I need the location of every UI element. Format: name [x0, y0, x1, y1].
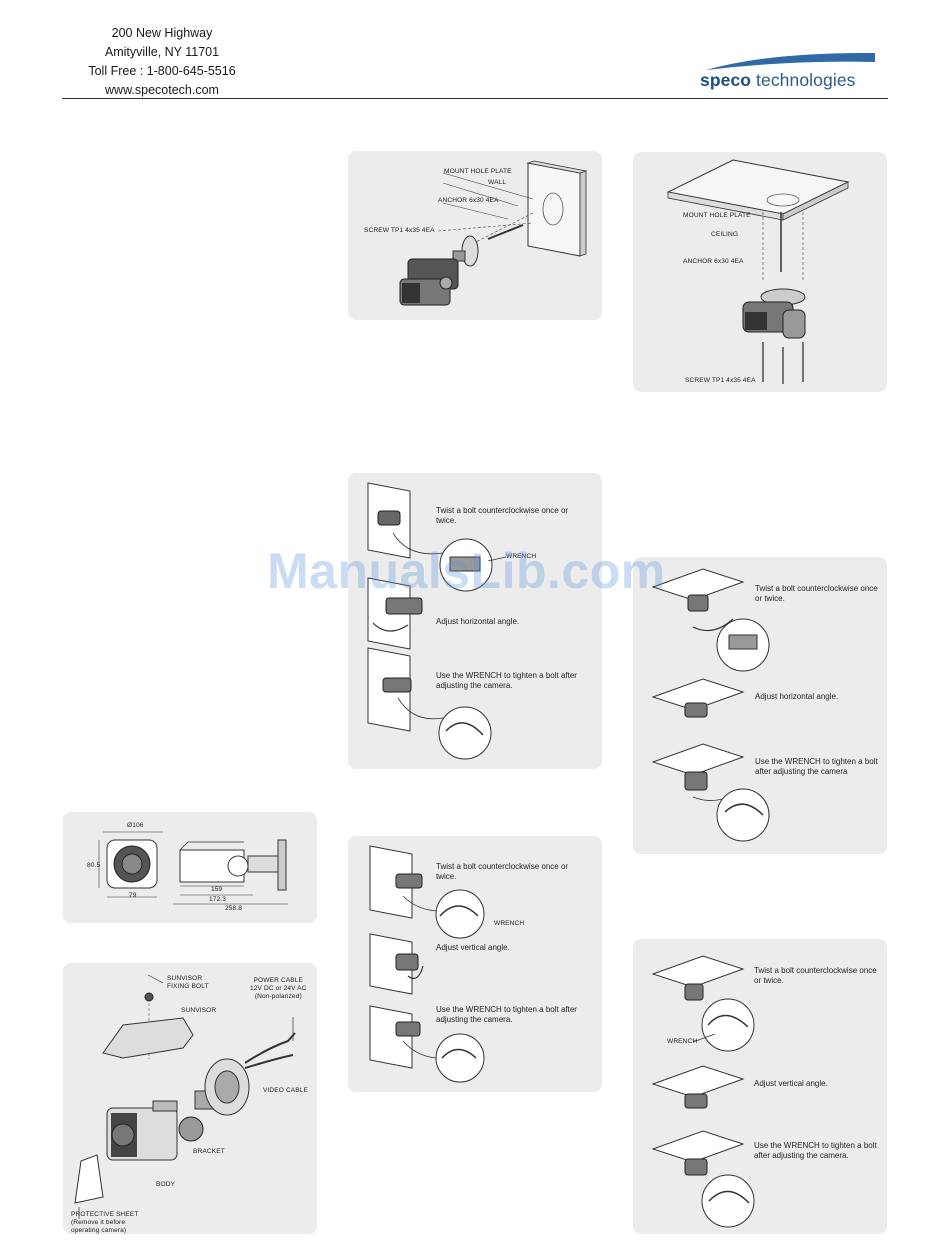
parts-panel: SUNVISOR FIXING BOLT SUNVISOR POWER CABL…: [63, 963, 317, 1234]
parts-illustration: [74, 974, 296, 1219]
wall-v-wrench-label: WRENCH: [494, 920, 525, 927]
dim-width: 79: [129, 892, 137, 899]
dimensions-drawing: [98, 831, 288, 905]
ceiling-horizontal-adjust-panel: Twist a bolt counterclockwise once or tw…: [633, 557, 887, 854]
ceiling-vertical-illustration: [651, 955, 755, 1228]
wall-mount-panel: MOUNT HOLE PLATE WALL ANCHOR 6x30 4EA SC…: [348, 151, 602, 320]
toll-free-number: Toll Free : 1-800-645-5516: [88, 64, 236, 78]
dim-159: 159: [211, 886, 223, 893]
wall-v-step1: Twist a bolt counterclockwise once or tw…: [436, 862, 569, 881]
wall-vertical-illustration: [369, 845, 485, 1083]
ceiling-horizontal-illustration: [651, 568, 770, 842]
ceiling-h-step3: Use the WRENCH to tighten a bolt after a…: [755, 757, 878, 776]
wall-mount-illustration: [399, 160, 588, 306]
ceiling-v-step3: Use the WRENCH to tighten a bolt after a…: [754, 1141, 877, 1160]
wall-label: WALL: [488, 179, 507, 186]
logo-text: speco technologies: [700, 70, 856, 91]
logo-bold: speco: [700, 70, 752, 90]
header-rule: [62, 98, 888, 99]
anchor-label: ANCHOR 6x30 4EA: [438, 197, 499, 204]
address-line1: 200 New Highway: [111, 26, 213, 40]
dim-172: 172.3: [209, 896, 227, 903]
sunvisor-fixing-bolt-label: SUNVISOR FIXING BOLT: [167, 975, 209, 990]
dim-height: 80.5: [87, 862, 101, 869]
mount-hole-plate-label: MOUNT HOLE PLATE: [444, 168, 512, 175]
ceiling-v-step1: Twist a bolt counterclockwise once or tw…: [754, 966, 877, 985]
logo-rest: technologies: [751, 70, 856, 90]
wall-horizontal-adjust-panel: Twist a bolt counterclockwise once or tw…: [348, 473, 602, 769]
address-line2: Amityville, NY 11701: [104, 45, 220, 59]
dim-diameter: Ø106: [127, 822, 144, 829]
bracket-label: BRACKET: [193, 1148, 225, 1155]
power-cable-label: POWER CABLE 12V DC or 24V AC (Non-polari…: [250, 977, 307, 1000]
wall-v-step3: Use the WRENCH to tighten a bolt after a…: [436, 1005, 577, 1024]
company-address: 200 New Highway Amityville, NY 11701 Tol…: [62, 24, 262, 100]
wall-horizontal-illustration: [367, 482, 507, 760]
ceiling-h-step1: Twist a bolt counterclockwise once or tw…: [755, 584, 878, 603]
wall-v-step2: Adjust vertical angle.: [436, 943, 510, 952]
ceiling-screw-label: SCREW TP1 4x35 4EA: [685, 377, 756, 384]
logo-swoosh-icon: [706, 52, 875, 70]
manualslib-watermark: ManualsLib.com: [267, 543, 666, 599]
ceiling-mount-panel: MOUNT HOLE PLATE CEILING ANCHOR 6x30 4EA…: [633, 152, 887, 392]
ceiling-label: CEILING: [711, 231, 739, 238]
wall-h-wrench-label: WRENCH: [506, 553, 537, 560]
wall-h-step1: Twist a bolt counterclockwise once or tw…: [436, 506, 569, 525]
website-link[interactable]: www.specotech.com: [105, 83, 219, 97]
screw-label: SCREW TP1 4x35 4EA: [364, 227, 435, 234]
dim-258: 258.8: [225, 905, 243, 912]
ceiling-v-step2: Adjust vertical angle.: [754, 1079, 828, 1088]
ceiling-vertical-adjust-panel: Twist a bolt counterclockwise once or tw…: [633, 939, 887, 1234]
video-cable-label: VIDEO CABLE: [263, 1087, 309, 1094]
wall-h-step3: Use the WRENCH to tighten a bolt after a…: [436, 671, 577, 690]
body-label: BODY: [156, 1181, 176, 1188]
protective-sheet-label: PROTECTIVE SHEET (Remove it before opera…: [71, 1211, 139, 1234]
ceiling-v-wrench-label: WRENCH: [667, 1038, 698, 1045]
wall-vertical-adjust-panel: Twist a bolt counterclockwise once or tw…: [348, 836, 602, 1092]
speco-logo: speco technologies: [700, 50, 878, 92]
ceiling-anchor-label: ANCHOR 6x30 4EA: [683, 258, 744, 265]
sunvisor-label: SUNVISOR: [181, 1007, 217, 1014]
wall-h-step2: Adjust horizontal angle.: [436, 617, 520, 626]
dimensions-panel: Ø106 80.5 79 159 172.3 258.8: [63, 812, 317, 923]
ceiling-mount-hole-plate-label: MOUNT HOLE PLATE: [683, 212, 751, 219]
ceiling-h-step2: Adjust horizontal angle.: [755, 692, 839, 701]
ceiling-mount-illustration: [666, 159, 850, 384]
